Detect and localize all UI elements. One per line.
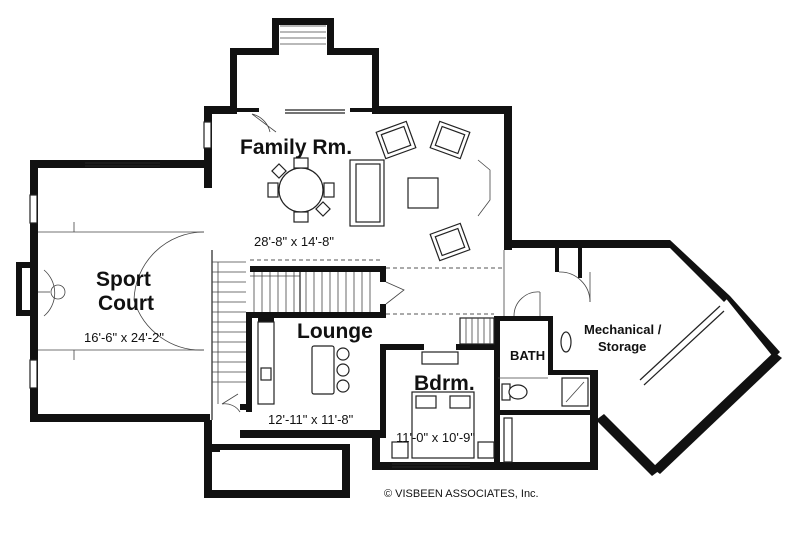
bed	[391, 391, 495, 459]
sport-court-dims: 16'-6" x 24'-2"	[84, 330, 164, 345]
bedroom-dims: 11'-0" x 10'-9"	[396, 430, 475, 445]
sink	[560, 331, 572, 353]
family-room-name: Family Rm.	[240, 136, 352, 159]
mechanical-name-2: Storage	[598, 339, 646, 354]
kitchen-island	[311, 345, 350, 395]
dresser	[421, 351, 459, 365]
armchair-1	[375, 120, 417, 160]
room-labels: Family Rm. 28'-8" x 14'-8" Sport Court 1…	[84, 136, 662, 445]
plan-details	[29, 25, 725, 468]
copyright-notice: © VISBEEN ASSOCIATES, Inc.	[384, 488, 539, 500]
lounge-name: Lounge	[297, 320, 373, 343]
lounge-dims: 12'-11" x 11'-8"	[268, 412, 354, 427]
sport-court-name-1: Sport	[96, 268, 151, 291]
furniture	[267, 120, 589, 459]
sofa	[349, 159, 385, 227]
tv-stand	[477, 159, 491, 217]
mechanical-name-1: Mechanical /	[584, 322, 662, 337]
dining-table	[267, 157, 335, 223]
armchair-2	[429, 120, 471, 160]
bedroom-name: Bdrm.	[414, 372, 475, 395]
family-room-dims: 28'-8" x 14'-8"	[254, 234, 334, 249]
sport-court-name-2: Court	[98, 292, 154, 315]
shower	[561, 377, 589, 407]
toilet	[501, 383, 528, 401]
armchair-3	[429, 222, 471, 262]
coffee-table	[407, 177, 439, 209]
walls	[16, 18, 782, 498]
bath-name: BATH	[510, 348, 545, 363]
